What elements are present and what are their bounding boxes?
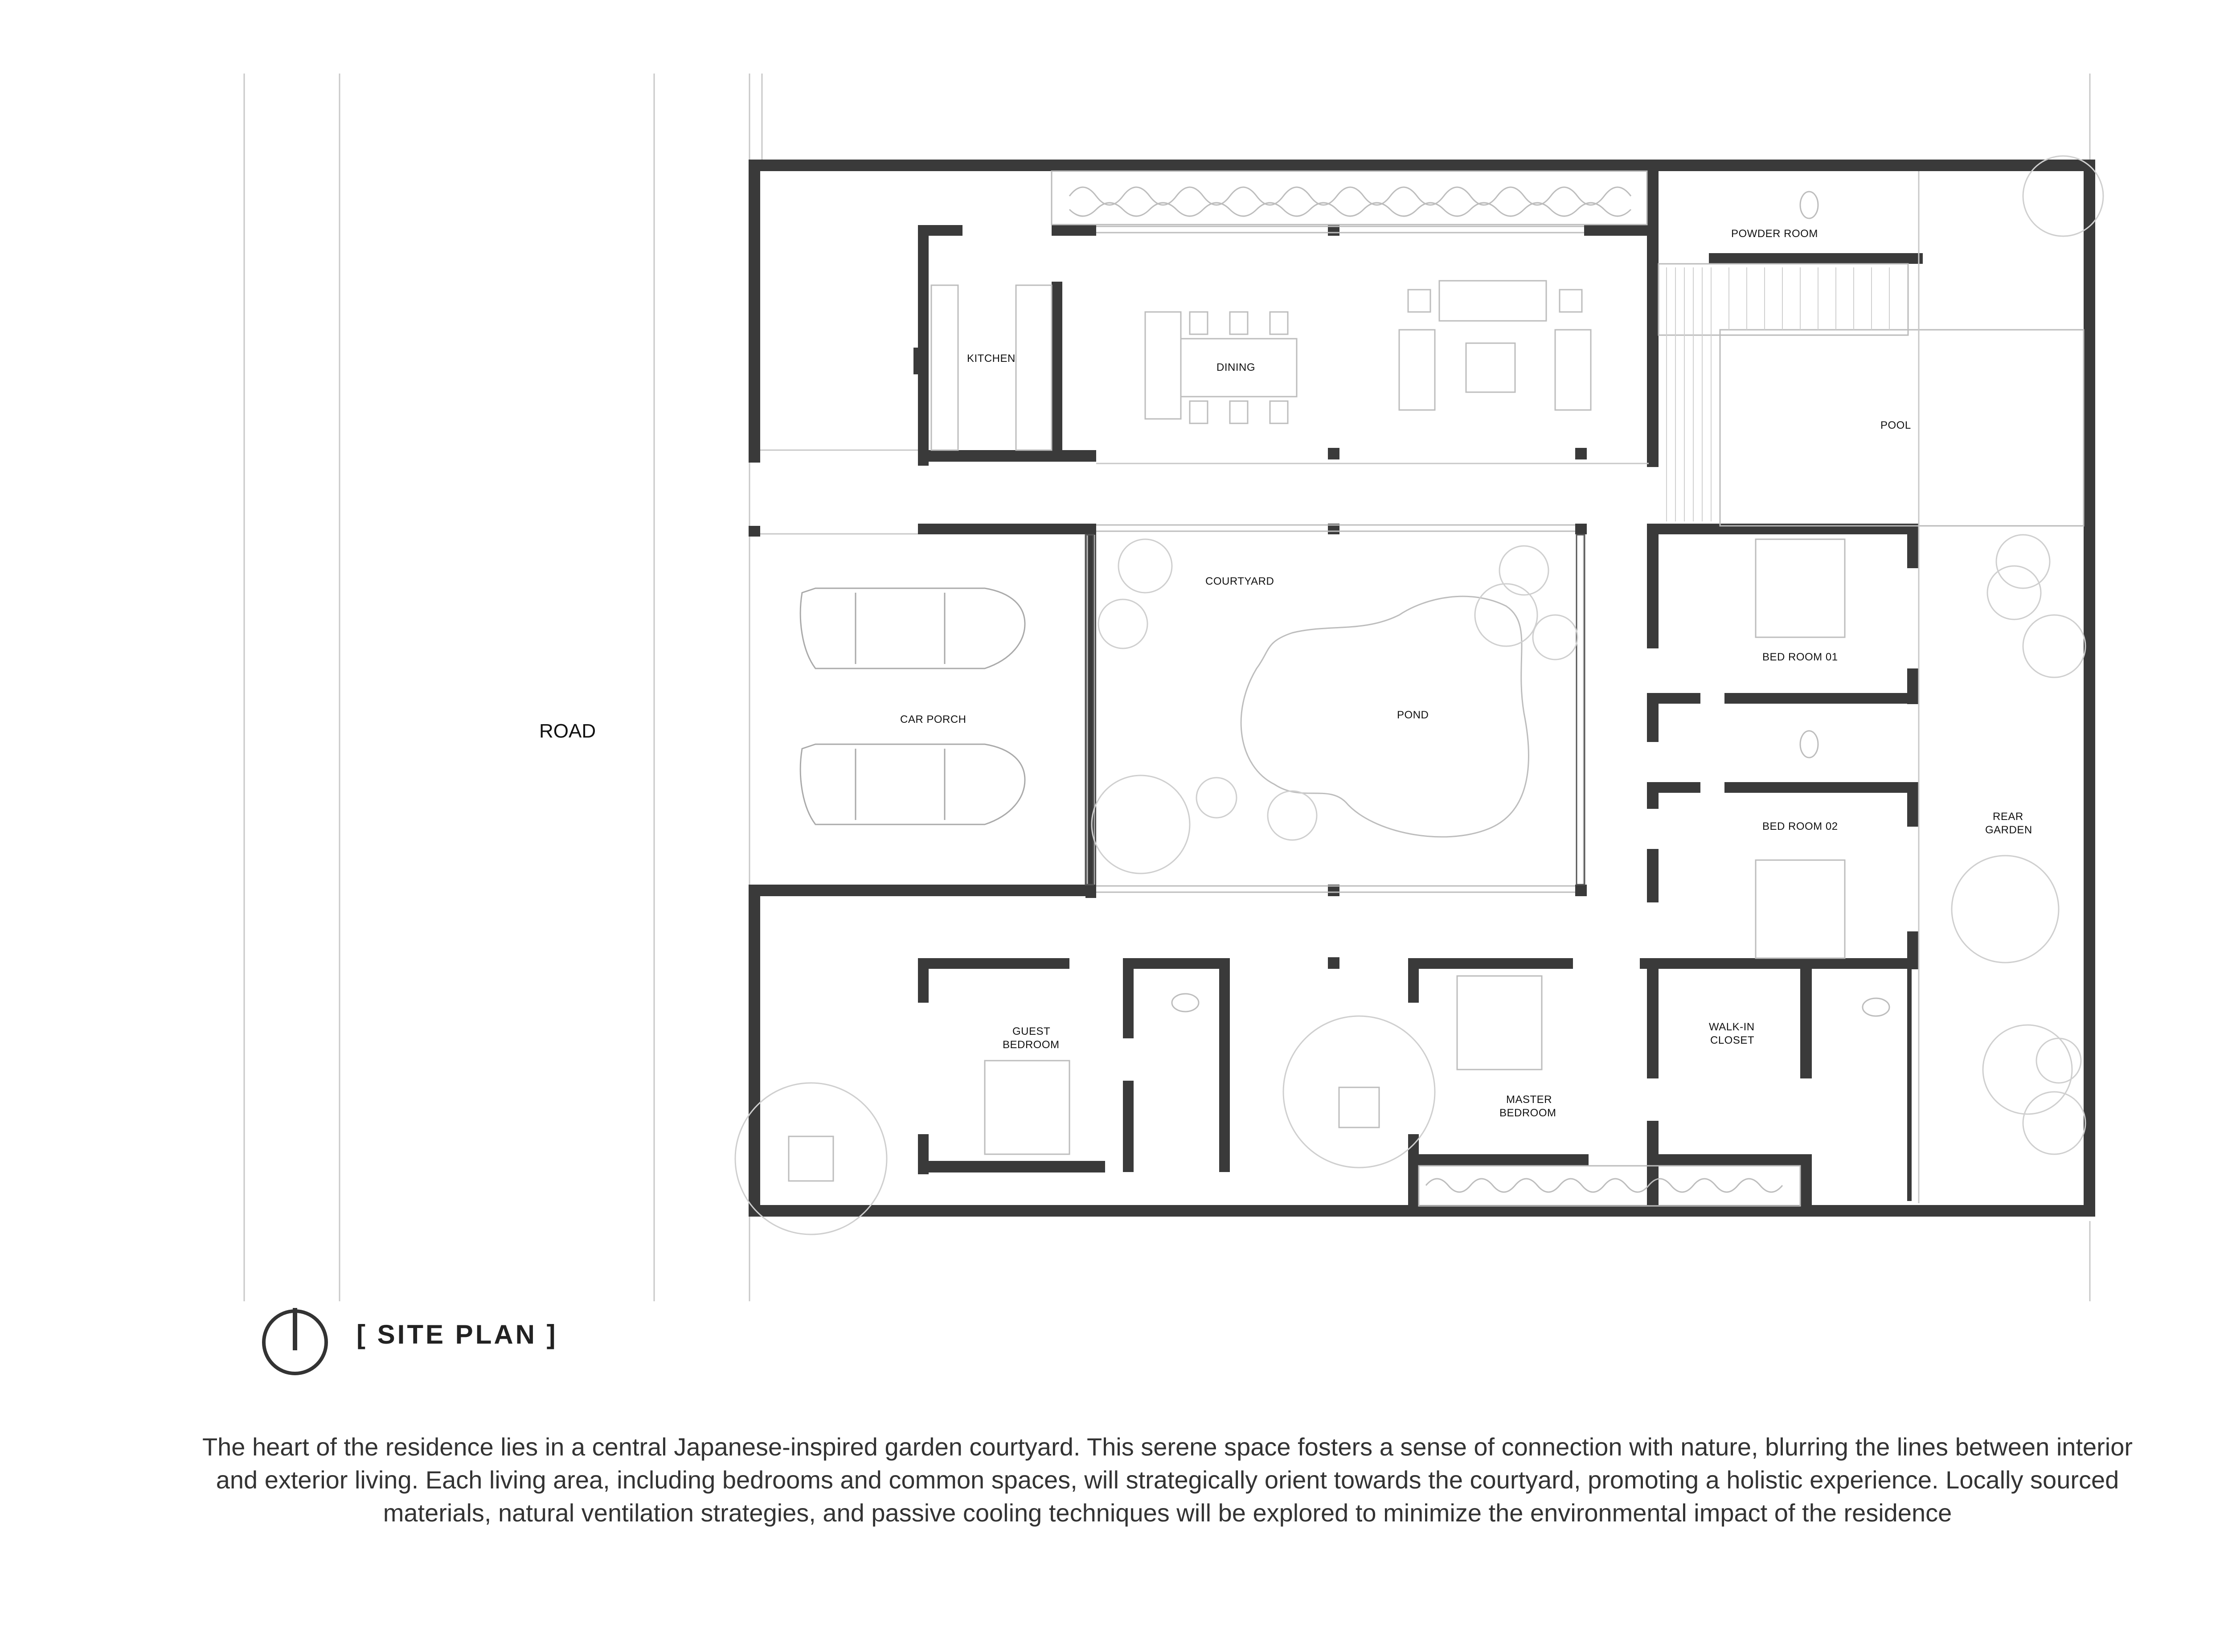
interior-walls	[749, 160, 1923, 1217]
guest-bedroom-label-line2: BEDROOM	[1003, 1039, 1060, 1051]
room-labels: ROAD POWDER ROOM KITCHEN DINING POOL COU…	[539, 228, 2032, 1119]
north-arrow-icon	[262, 1308, 328, 1375]
rear-garden-label-line2: GARDEN	[1985, 824, 2032, 836]
pond	[1240, 595, 1529, 838]
trees	[734, 155, 2104, 1235]
cars	[799, 587, 1026, 825]
car-porch-label: CAR PORCH	[900, 713, 967, 726]
rear-garden-label-line1: REAR	[1993, 811, 2023, 823]
dining-label: DINING	[1216, 361, 1255, 373]
pond-label: POND	[1397, 709, 1429, 721]
pool-label: POOL	[1880, 419, 1911, 431]
master-bedroom-label-line1: MASTER	[1506, 1094, 1552, 1106]
plan-description: The heart of the residence lies in a cen…	[202, 1433, 2133, 1527]
powder-room-label: POWDER ROOM	[1731, 228, 1818, 240]
bed-room-02-label: BED ROOM 02	[1762, 820, 1838, 832]
courtyard-railings	[1085, 534, 1585, 885]
master-bedroom-label-line2: BEDROOM	[1499, 1107, 1556, 1119]
planter-south	[1418, 1165, 1801, 1207]
walk-in-closet-label-line2: CLOSET	[1710, 1034, 1754, 1046]
furniture	[930, 191, 1890, 1155]
glazing	[760, 225, 1649, 893]
guest-bedroom-label-line1: GUEST	[1012, 1025, 1050, 1037]
planter-north	[1051, 170, 1648, 225]
bed-room-01-label: BED ROOM 01	[1762, 651, 1838, 663]
road-label: ROAD	[539, 720, 596, 742]
kitchen-label: KITCHEN	[967, 353, 1016, 365]
courtyard-label: COURTYARD	[1205, 575, 1274, 587]
outer-walls	[749, 160, 2095, 1217]
pool	[1658, 171, 2085, 1203]
walk-in-closet-label-line1: WALK-IN	[1709, 1021, 1755, 1033]
plan-title: [ SITE PLAN ]	[356, 1320, 558, 1349]
